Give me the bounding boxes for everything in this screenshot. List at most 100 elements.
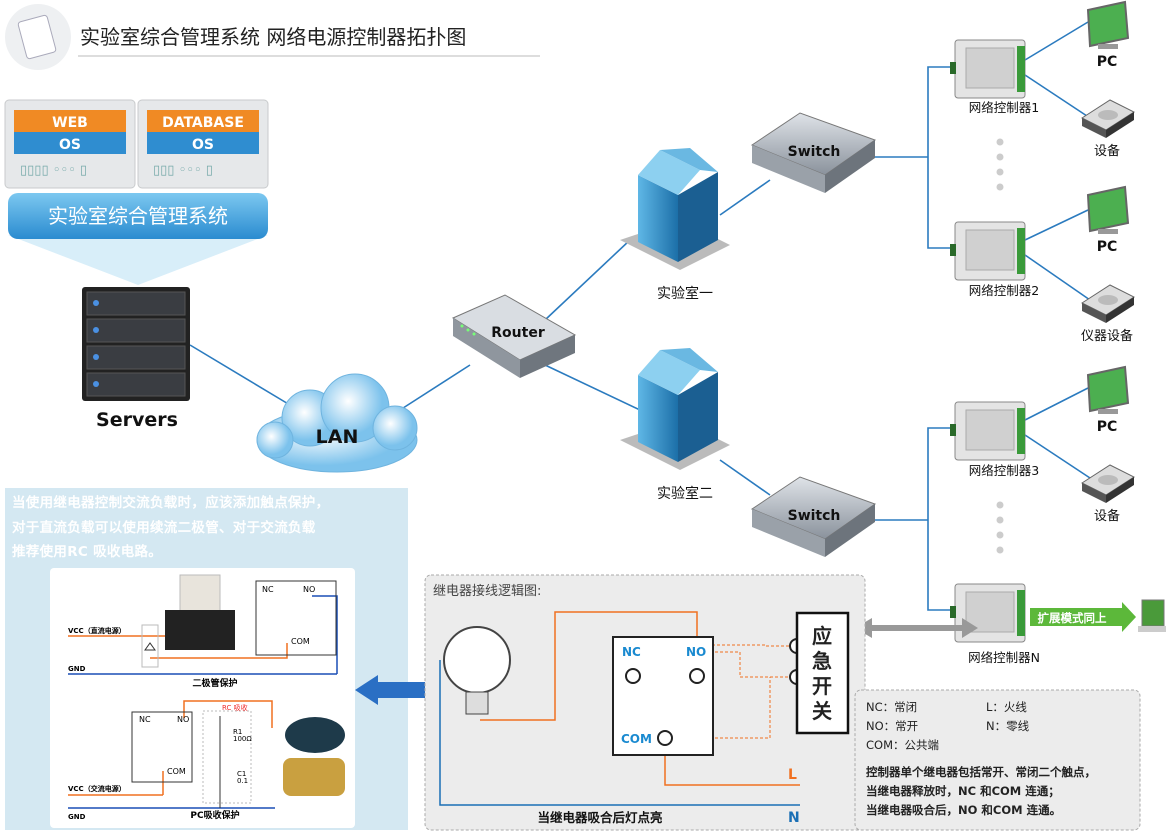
building-lab1-icon	[620, 148, 730, 270]
lan-cloud-icon	[256, 373, 418, 473]
controller3-label: 网络控制器3	[969, 463, 1039, 478]
pc1-label: PC	[1097, 54, 1118, 70]
os-label: OS	[59, 137, 81, 153]
router-label: Router	[491, 325, 545, 341]
lan-label: LAN	[316, 426, 359, 448]
legend-note: 当继电器释放时，NC 和COM 连通；	[866, 784, 1060, 798]
svg-text:NC: NC	[262, 585, 274, 594]
relay-contact-box	[612, 636, 714, 756]
svg-text:100Ω: 100Ω	[233, 735, 252, 743]
svg-text:应: 应	[812, 624, 832, 648]
svg-text:▯▯▯ ◦◦◦ ▯: ▯▯▯ ◦◦◦ ▯	[153, 163, 213, 178]
header: 实验室综合管理系统 网络电源控制器拓扑图	[5, 4, 540, 70]
controller-icon	[950, 221, 1026, 281]
diode-protection-circuit: VCC（直流电源） GND NC NO COM 二极管保护	[68, 574, 338, 689]
svg-text:NO: NO	[303, 585, 315, 594]
svg-text:C1: C1	[237, 770, 246, 778]
system-banner	[8, 193, 268, 239]
legend-box	[854, 689, 1141, 831]
legend: NC：常闭 L：火线 NO：常开 N：零线 COM：公共端 控制器单个继电器包括常开…	[866, 698, 1106, 820]
svg-text:NO: NO	[177, 715, 189, 724]
expand-label: 扩展模式同上	[1038, 611, 1107, 625]
banner-pointer	[8, 235, 268, 285]
pc3-label: PC	[1097, 419, 1118, 435]
svg-text:急: 急	[812, 649, 832, 673]
lab1-label: 实验室一	[657, 285, 713, 302]
pc-monitor-icon	[1086, 0, 1130, 49]
controller-icon	[950, 583, 1026, 643]
no-label: NO	[686, 645, 706, 659]
pc-monitor-icon	[1086, 185, 1130, 234]
relay-panel-title: 继电器接线逻辑图:	[433, 583, 541, 599]
description-line: 当使用继电器控制交流负载时，应该添加触点保护，	[12, 495, 330, 511]
legend-l: L：火线	[986, 700, 1027, 714]
n-label: N	[788, 810, 800, 826]
svg-text:RC 吸收: RC 吸收	[222, 703, 248, 712]
svg-text:R1: R1	[233, 728, 242, 736]
controller2-label: 网络控制器2	[969, 283, 1039, 298]
device1-label: 设备	[1094, 143, 1120, 159]
legend-note: 控制器单个继电器包括常开、常闭二个触点，	[866, 765, 1096, 779]
legend-com: COM：公共端	[866, 738, 940, 752]
pc-icon	[1138, 599, 1166, 632]
switch2-label: Switch	[788, 508, 841, 524]
legend-nc: NC：常闭	[866, 700, 918, 714]
server-rack-icon	[82, 287, 190, 401]
ellipsis-dots	[996, 138, 1004, 554]
svg-text:VCC（直流电源）: VCC（直流电源）	[68, 626, 126, 635]
emergency-switch-label: 应 急 开 关	[812, 624, 832, 723]
web-stack: WEB OS ▯▯▯▯ ◦◦◦ ▯	[4, 99, 136, 189]
servers-label: Servers	[96, 409, 178, 431]
hard-drive-icon	[1080, 464, 1136, 503]
svg-text:0.1: 0.1	[237, 777, 248, 785]
emergency-switch	[795, 611, 850, 735]
pc-monitor-icon	[1086, 365, 1130, 414]
svg-text:关: 关	[812, 699, 832, 723]
system-banner-label: 实验室综合管理系统	[48, 204, 228, 228]
description-line: 对于直流负载可以使用续流二极管、对于交流负载	[12, 519, 316, 536]
svg-text:GND: GND	[68, 813, 86, 821]
device2-label: 仪器设备	[1081, 328, 1133, 344]
hard-drive-icon	[1080, 99, 1136, 138]
com-label: COM	[621, 732, 652, 746]
svg-text:二极管保护: 二极管保护	[192, 677, 237, 689]
switch1-label: Switch	[788, 144, 841, 160]
hard-drive-icon	[1080, 284, 1136, 323]
expand-arrow-icon	[1030, 602, 1136, 632]
svg-text:COM: COM	[167, 767, 186, 776]
page-title: 实验室综合管理系统 网络电源控制器拓扑图	[80, 25, 466, 49]
database-stack: DATABASE OS ▯▯▯ ◦◦◦ ▯	[137, 99, 269, 189]
description-line: 推荐使用RC 吸收电路。	[12, 544, 163, 560]
relay-caption: 当继电器吸合后灯点亮	[537, 810, 662, 825]
os-label: OS	[192, 137, 214, 153]
svg-text:开: 开	[812, 674, 832, 698]
legend-no: NO：常开	[866, 719, 919, 733]
device3-label: 设备	[1094, 508, 1120, 524]
controller-icon	[950, 401, 1026, 461]
controller1-label: 网络控制器1	[969, 100, 1039, 115]
arrow-left-icon	[355, 675, 425, 705]
pc2-label: PC	[1097, 239, 1118, 255]
legend-note: 当继电器吸合后，NO 和COM 连通。	[866, 803, 1062, 817]
controllerN-label: 网络控制器N	[968, 650, 1040, 665]
svg-text:VCC（交流电源）: VCC（交流电源）	[68, 784, 126, 793]
lab2-label: 实验室二	[657, 485, 713, 502]
switch2-icon	[750, 476, 877, 557]
database-label: DATABASE	[162, 115, 244, 131]
protection-description: 当使用继电器控制交流负载时，应该添加触点保护， 对于直流负载可以使用续流二极管、…	[12, 491, 407, 565]
svg-text:COM: COM	[291, 637, 310, 646]
svg-text:▯▯▯▯ ◦◦◦ ▯: ▯▯▯▯ ◦◦◦ ▯	[20, 163, 87, 178]
building-lab2-icon	[620, 348, 730, 470]
rc-protection-circuit: NC NO COM RC 吸收 R1 100Ω C1 0.1 VCC（交流电源）…	[68, 700, 345, 821]
web-label: WEB	[52, 115, 88, 131]
light-bulb-icon	[443, 626, 511, 715]
legend-n: N：零线	[986, 719, 1030, 733]
router-icon	[451, 294, 577, 378]
controller-icon	[950, 39, 1026, 99]
nc-label: NC	[622, 645, 641, 659]
svg-text:NC: NC	[139, 715, 151, 724]
l-label: L	[788, 767, 797, 783]
switch1-icon	[750, 112, 877, 193]
svg-text:PC吸收保护: PC吸收保护	[190, 809, 239, 821]
